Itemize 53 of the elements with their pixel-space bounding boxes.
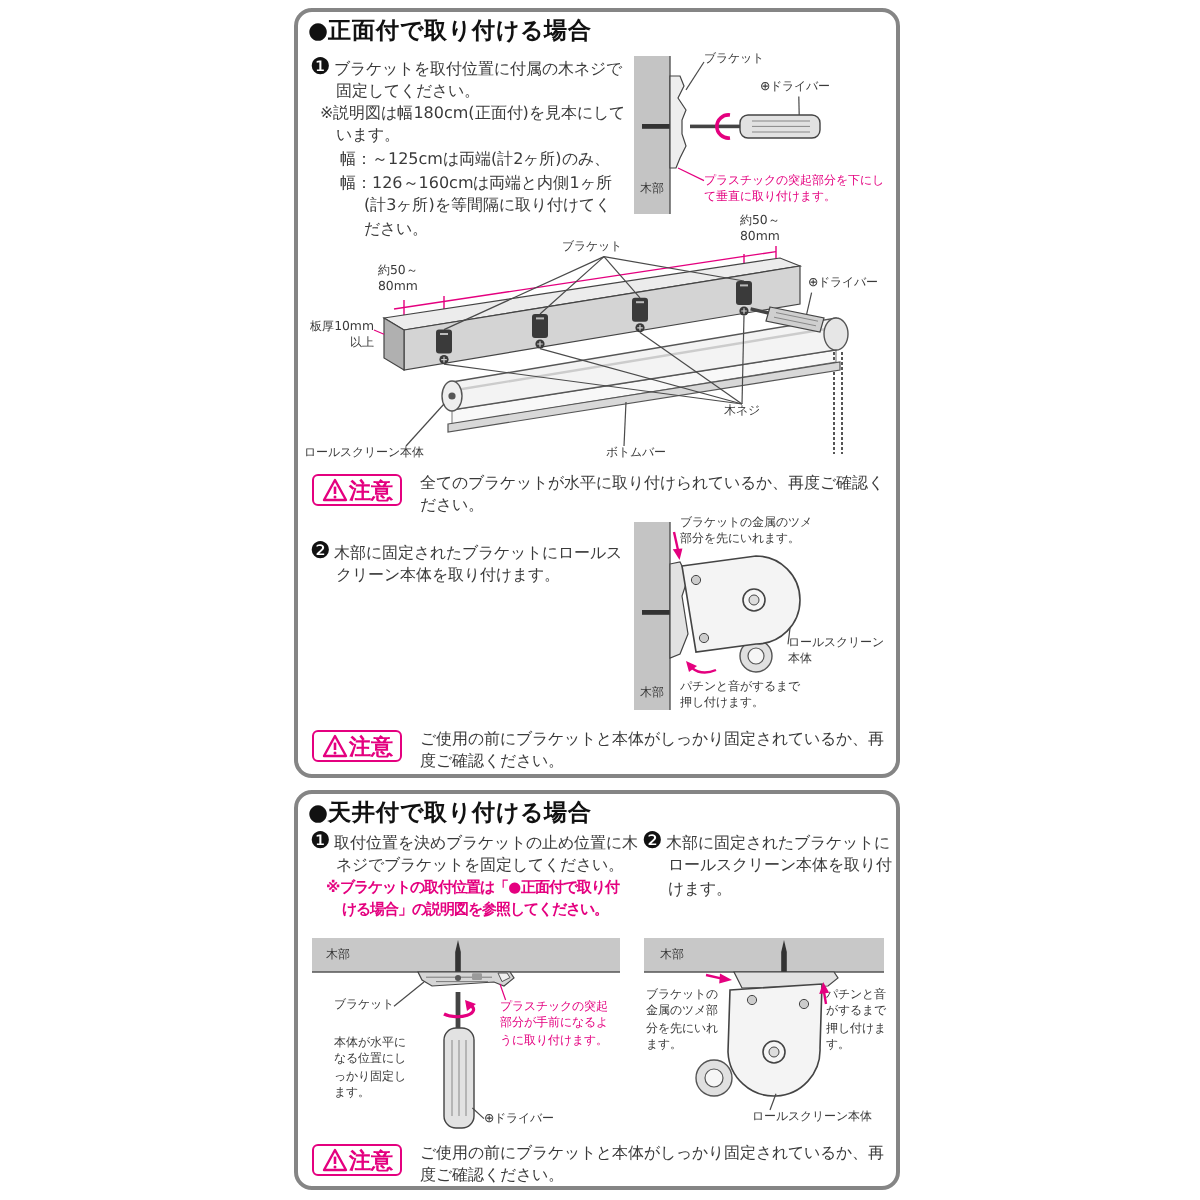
screwdriver [750,306,825,333]
section-heading: ●正面付で取り付ける場合 [308,16,593,44]
leader-line [499,983,507,1001]
leader-line [685,61,705,91]
caution-text: 全てのブラケットが水平に取り付けられているか、再度ご確認ください。 [420,474,886,516]
note-text: 幅：～125cmは両端(計2ヶ所)のみ、 [340,148,612,171]
caution-text: ご使用の前にブラケットと本体がしっかり固定されているか、再度ご確認ください。 [420,730,886,772]
bracket [669,75,687,169]
screw [739,306,749,316]
screw [535,339,545,349]
screwdriver [443,992,476,1129]
leader-line [769,1093,777,1111]
bracket [632,297,648,322]
leader-line [539,348,743,405]
instruction-panel [294,8,900,778]
bracket [532,314,548,338]
caution-label: 注意 [349,733,393,759]
bracket [417,971,515,987]
leader-line [471,1107,485,1120]
leader-line [787,627,791,645]
roll-screen-body [695,983,823,1097]
leader-line [798,96,800,116]
note-text: 幅：126～160cmは両端と内側1ヶ所(計3ヶ所)を等間隔に取り付けてください。 [340,172,614,240]
leader-line [741,315,745,405]
bottom-bar [447,361,841,433]
screwdriver [690,113,821,140]
leader-line [639,331,743,405]
step-text: ❷木部に固定されたブラケットにロールスクリーン本体を取り付けます。 [310,540,624,588]
step-text: ❶ブラケットを取付位置に付属の木ネジで固定してください。 [310,56,624,104]
leader-line [443,363,743,405]
roll-screen-body [681,555,801,673]
leader-line [443,256,605,331]
leader-line [806,292,813,315]
section-heading: ●天井付で取り付ける場合 [308,798,593,826]
leader-line [623,401,627,447]
note-text: ※説明図は幅180cm(正面付)を見本にしています。 [320,102,626,148]
leader-line [677,167,705,182]
leader-line [539,256,605,315]
bracket [436,329,452,354]
screw [635,323,645,333]
caution-label: 注意 [349,477,393,503]
step-text: ❷木部に固定されたブラケットにロールスクリーン本体を取り付けます。 [642,830,892,900]
caution-label: 注意 [349,1147,393,1173]
instruction-panel [294,790,900,1190]
screw [439,355,449,365]
leader-line [603,256,641,299]
leader-line [373,329,385,335]
caution-text: ご使用の前にブラケットと本体がしっかり固定されているか、再度ご確認ください。 [420,1144,886,1186]
bracket [736,281,752,305]
step-text: ❶取付位置を決めブラケットの止め位置に木ネジでブラケットを固定してください。 [310,830,640,878]
leader-line [405,403,445,447]
leader-line [603,256,745,282]
leader-line [393,981,425,1007]
